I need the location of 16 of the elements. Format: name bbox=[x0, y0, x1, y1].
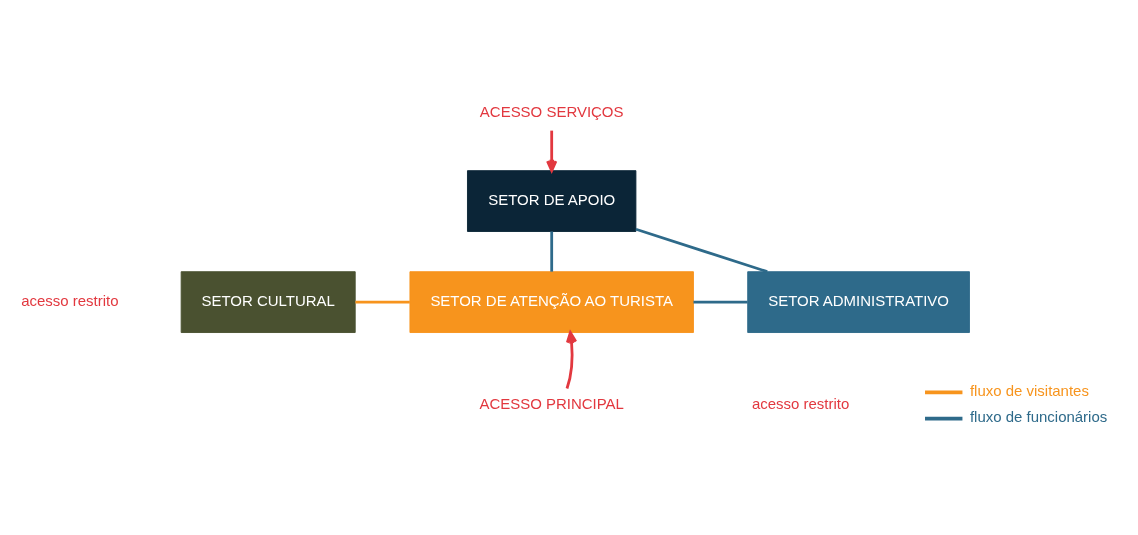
node-box: SETOR DE APOIO bbox=[467, 170, 637, 232]
label: acesso restrito bbox=[21, 291, 119, 309]
label: acesso restrito bbox=[751, 395, 850, 413]
connector bbox=[635, 227, 768, 273]
connector bbox=[550, 231, 554, 272]
legend-label: fluxo de visitantes bbox=[969, 381, 1089, 399]
node-box: SETOR CULTURAL bbox=[180, 271, 356, 333]
legend-label: fluxo de funcionários bbox=[969, 408, 1108, 426]
node-box: SETOR DE ATENÇÃO AO TURISTA bbox=[409, 271, 694, 333]
connector bbox=[693, 300, 748, 304]
arrow bbox=[546, 130, 558, 172]
node-text: ACESSO SERVIÇOS bbox=[479, 103, 624, 121]
node-box: SETOR ADMINISTRATIVO bbox=[747, 271, 970, 333]
connector bbox=[355, 300, 410, 304]
arrow bbox=[565, 331, 578, 389]
node-text: ACESSO PRINCIPAL bbox=[479, 395, 624, 413]
